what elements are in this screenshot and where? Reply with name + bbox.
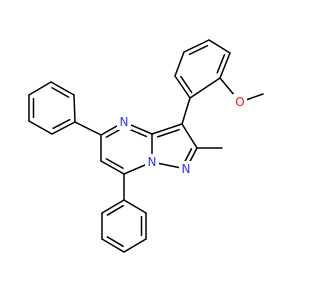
bond-layer xyxy=(28,39,264,253)
oxygen-methoxy-label: O xyxy=(235,95,244,109)
bond-b3-b4 xyxy=(101,238,125,253)
bond-l6-l1 xyxy=(73,94,76,123)
bond-c5-phenyl xyxy=(74,121,102,136)
nitrogen-n7a-label: N xyxy=(148,155,157,169)
bond-c3a-c3 xyxy=(151,123,183,135)
bond-b3-b4-double xyxy=(106,236,124,248)
bond-t2-t3 xyxy=(174,51,185,77)
n4-label-bg xyxy=(117,114,131,130)
bond-t5-t6 xyxy=(219,52,231,79)
molecule-structure: N N N O xyxy=(28,39,264,253)
bond-t1-t2 xyxy=(174,75,191,99)
nitrogen-n1-label: N xyxy=(182,162,191,176)
bond-c6-c7 xyxy=(100,160,125,175)
bond-l5-l6 xyxy=(50,81,75,96)
bond-b1-b2 xyxy=(101,199,125,214)
o-label-bg xyxy=(233,94,247,110)
bond-c3a-c3-double xyxy=(156,128,180,138)
bond-t3-t4 xyxy=(183,39,210,53)
bond-t4-t5 xyxy=(208,39,231,54)
bond-c6-c7-double xyxy=(105,158,124,170)
bond-b4-b5 xyxy=(123,238,147,253)
bond-l5-l6-double xyxy=(51,86,70,98)
n1-label-bg xyxy=(179,161,193,177)
bond-b6-b1 xyxy=(123,199,147,214)
nitrogen-n4-label: N xyxy=(120,115,129,129)
bond-l1-l2 xyxy=(51,121,76,135)
atom-label-layer: N N N O xyxy=(117,94,247,177)
bond-l2-l3 xyxy=(28,120,53,135)
bond-t1-t2-double xyxy=(180,75,193,94)
bond-l1-l2-double xyxy=(52,118,71,130)
bond-t3-t4-double xyxy=(188,44,209,56)
n7a-label-bg xyxy=(145,154,159,170)
bond-c3-c2 xyxy=(181,123,198,149)
bond-t5-t6-double xyxy=(216,54,226,74)
bond-t6-t1 xyxy=(189,77,221,99)
bond-c3-aryl xyxy=(181,97,191,125)
bond-l4-l5 xyxy=(28,81,52,96)
bond-b1-b2-double xyxy=(106,204,124,216)
